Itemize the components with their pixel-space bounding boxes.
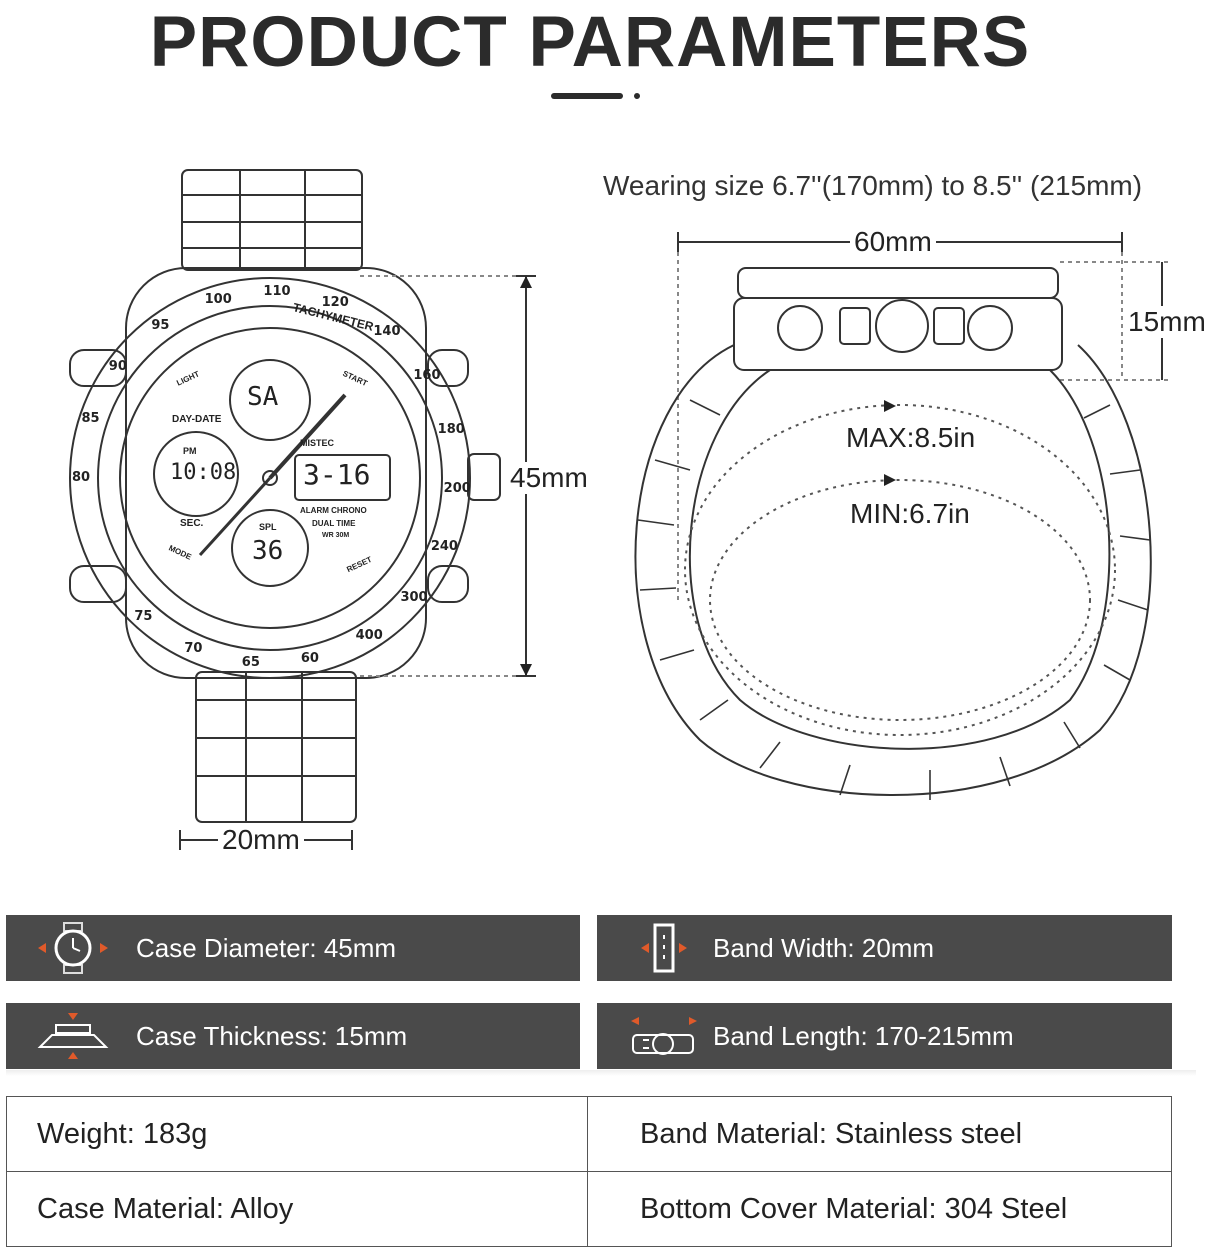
dial-water-resistance: WR 30M — [322, 532, 350, 539]
spec-bar-label: Case Diameter: 45mm — [136, 933, 397, 963]
spec-bar-label: Case Thickness: 15mm — [136, 1021, 408, 1051]
bezel-number: 75 — [134, 608, 153, 624]
spec-table: Weight: 183g Band Material: Stainless st… — [6, 1096, 1172, 1247]
dial-date-display: 3-16 — [303, 458, 371, 491]
dial-dual-time: DUAL TIME — [312, 519, 356, 528]
dial-pm: PM — [183, 446, 197, 456]
table-row: Weight: 183g Band Material: Stainless st… — [6, 1096, 1172, 1172]
dial-time: 10:08 — [170, 460, 237, 485]
band-width-icon — [641, 923, 687, 973]
bezel-number: 140 — [373, 324, 401, 340]
bezel-number: 70 — [184, 640, 203, 656]
band-length-icon — [631, 1017, 697, 1055]
bezel-number: 80 — [72, 470, 91, 485]
watch-diameter-icon — [38, 922, 108, 974]
spec-bar-label: Band Width: 20mm — [713, 933, 935, 963]
bezel-number: 100 — [204, 291, 232, 307]
spec-bar-case-diameter: Case Diameter: 45mm — [6, 915, 580, 981]
dial-day-display: SA — [247, 382, 279, 412]
bezel-number: 65 — [241, 655, 260, 671]
bezel-number: 300 — [400, 589, 428, 605]
page-title: PRODUCT PARAMETERS — [149, 3, 1031, 82]
bezel-number: 400 — [355, 628, 383, 644]
table-row: Case Material: Alloy Bottom Cover Materi… — [6, 1171, 1172, 1247]
case-width-label: 60mm — [850, 226, 936, 258]
band-top-links — [181, 169, 363, 271]
bezel-number: 90 — [108, 358, 127, 374]
divider-shadow — [6, 1070, 1196, 1076]
dial-alarm-chrono: ALARM CHRONO — [300, 506, 367, 515]
min-size-label: MIN:6.7in — [846, 498, 974, 530]
spec-bottom-cover-material: Bottom Cover Material: 304 Steel — [587, 1171, 1172, 1247]
bezel-number: 85 — [81, 411, 100, 427]
spec-case-material: Case Material: Alloy — [6, 1171, 588, 1247]
bezel-number: 240 — [430, 538, 458, 554]
spec-bar-band-length: Band Length: 170-215mm — [597, 1003, 1172, 1069]
dial-brand: MISTEC — [300, 438, 335, 448]
dial-spl-display: 36 — [252, 536, 284, 566]
dial-day-date: DAY-DATE — [172, 414, 222, 425]
bezel-number: 110 — [263, 284, 291, 300]
title-underline-dot — [634, 93, 640, 99]
bezel-number: 200 — [443, 480, 471, 496]
max-size-label: MAX:8.5in — [842, 422, 980, 454]
bezel-number: 95 — [151, 317, 170, 333]
case-diameter-label: 45mm — [506, 462, 592, 494]
spec-bar-label: Band Length: 170-215mm — [713, 1021, 1014, 1051]
watch-illustration — [69, 169, 1170, 850]
band-width-label: 20mm — [218, 824, 304, 856]
bezel-number: 60 — [300, 650, 319, 666]
bezel-number: 120 — [321, 295, 349, 311]
spec-bar-case-thickness: Case Thickness: 15mm — [6, 1003, 580, 1069]
band-bottom-links — [195, 671, 357, 823]
spec-band-material: Band Material: Stainless steel — [587, 1096, 1172, 1172]
spec-weight: Weight: 183g — [6, 1096, 588, 1172]
case-thickness-icon — [37, 1013, 109, 1059]
case-thickness-label: 15mm — [1124, 306, 1210, 338]
bezel-number: 180 — [437, 421, 465, 437]
dial-spl: SPL — [259, 522, 277, 532]
spec-bar-band-width: Band Width: 20mm — [597, 915, 1172, 981]
title-underline — [551, 93, 623, 99]
bezel-number: 160 — [413, 367, 441, 383]
dial-sec: SEC. — [180, 518, 204, 529]
wearing-size-text: Wearing size 6.7''(170mm) to 8.5'' (215m… — [603, 170, 1143, 201]
